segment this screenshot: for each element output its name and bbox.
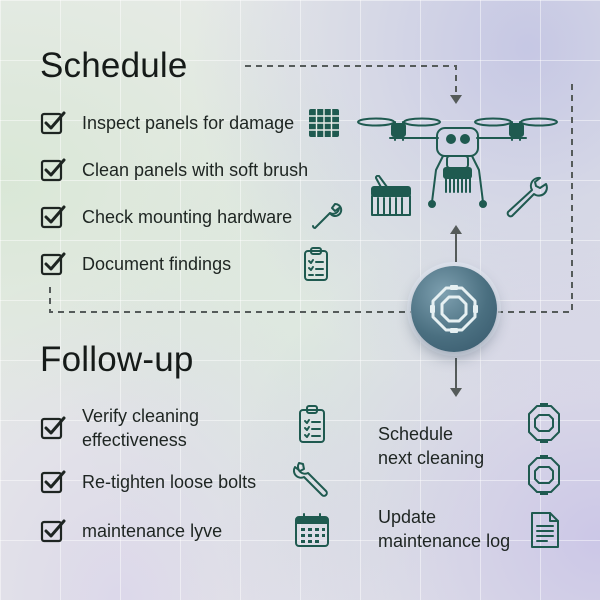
schedule-item-label: Inspect panels for damage xyxy=(82,113,295,133)
checkbox-checked-icon[interactable] xyxy=(40,518,66,544)
followup-item-label: maintenance lyve xyxy=(82,521,223,541)
outcome-line2: maintenance log xyxy=(378,531,511,551)
central-hub[interactable] xyxy=(411,266,497,352)
solar-panel-icon xyxy=(309,109,339,137)
checkbox-checked-icon[interactable] xyxy=(40,415,66,441)
followup-item-label: Re-tighten loose bolts xyxy=(82,472,257,492)
schedule-item-hardware[interactable]: Check mounting hardware xyxy=(40,204,292,230)
schedule-item-document[interactable]: Document findings xyxy=(40,251,231,277)
outcome-line2: next cleaning xyxy=(378,448,485,468)
followup-item-bolts[interactable]: Re-tighten loose bolts xyxy=(40,469,256,495)
document-icon xyxy=(531,512,559,548)
outcome-line1: Update xyxy=(378,507,437,527)
schedule-title: Schedule xyxy=(40,46,188,85)
schedule-item-inspect[interactable]: Inspect panels for damage xyxy=(40,110,294,136)
arrowhead-up xyxy=(450,225,462,234)
calendar-icon xyxy=(295,513,329,547)
right-return-connector xyxy=(498,84,573,313)
wrench-icon xyxy=(312,202,343,229)
outcome-update-log: Update maintenance log xyxy=(378,505,510,553)
wrench-icon xyxy=(292,462,328,497)
wrench-icon xyxy=(506,176,548,218)
octagon-gear-icon xyxy=(430,285,478,333)
followup-item-label-line1: Verify cleaning xyxy=(82,406,200,426)
followup-item-verify[interactable]: Verify cleaning effectiveness xyxy=(40,404,199,452)
checkbox-checked-icon[interactable] xyxy=(40,204,66,230)
schedule-item-label: Document findings xyxy=(82,254,232,274)
schedule-to-hub-connector xyxy=(49,287,411,313)
clipboard-icon xyxy=(299,405,325,443)
checkbox-checked-icon[interactable] xyxy=(40,110,66,136)
followup-item-label-line2: effectiveness xyxy=(82,430,187,450)
checkbox-checked-icon[interactable] xyxy=(40,157,66,183)
schedule-to-drone-connector xyxy=(245,65,457,95)
cleaning-drone-icon xyxy=(357,117,558,208)
schedule-item-label: Clean panels with soft brush xyxy=(82,160,309,180)
checkbox-checked-icon[interactable] xyxy=(40,251,66,277)
schedule-item-clean[interactable]: Clean panels with soft brush xyxy=(40,157,308,183)
schedule-item-label: Check mounting hardware xyxy=(82,207,293,227)
followup-item-maintenance[interactable]: maintenance lyve xyxy=(40,518,222,544)
octagon-nut-icon xyxy=(528,455,560,495)
arrowhead-down xyxy=(450,388,462,397)
outcome-line1: Schedule xyxy=(378,424,454,444)
octagon-nut-icon xyxy=(528,403,560,443)
arrowhead-down-top xyxy=(450,95,462,104)
clipboard-icon xyxy=(304,247,328,281)
outcome-schedule-next: Schedule next cleaning xyxy=(378,422,484,470)
checkbox-checked-icon[interactable] xyxy=(40,469,66,495)
followup-item-label: Verify cleaning effectiveness xyxy=(82,404,199,452)
followup-title: Follow-up xyxy=(40,340,194,379)
brush-icon xyxy=(371,175,411,216)
